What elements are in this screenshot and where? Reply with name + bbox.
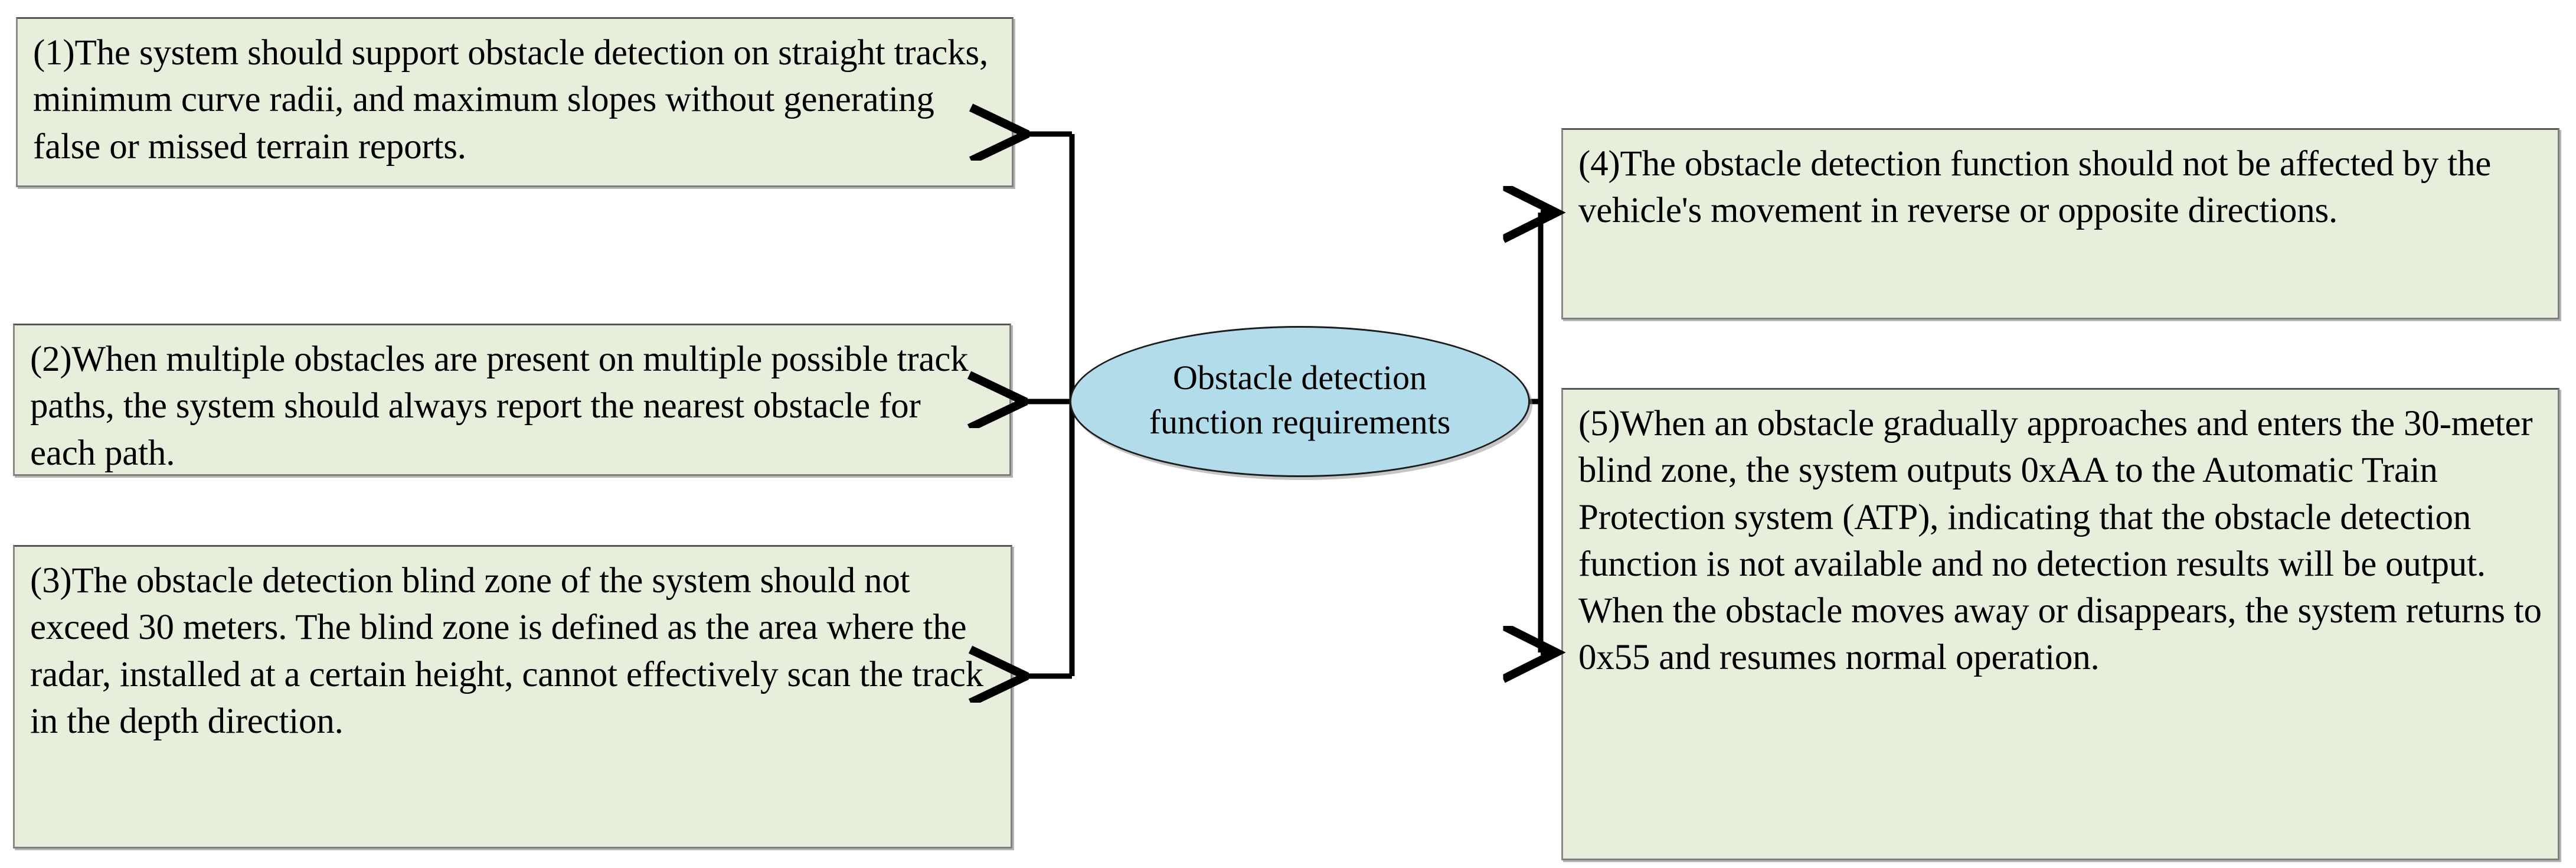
requirement-text-4: (4)The obstacle detection function shoul… <box>1578 144 2492 231</box>
center-node-ellipse[interactable]: Obstacle detection function requirements <box>1070 326 1530 477</box>
requirement-box-3[interactable]: (3)The obstacle detection blind zone of … <box>13 545 1012 849</box>
requirement-box-1[interactable]: (1)The system should support obstacle de… <box>16 17 1014 187</box>
requirement-box-5[interactable]: (5)When an obstacle gradually approaches… <box>1561 388 2559 860</box>
requirement-box-4[interactable]: (4)The obstacle detection function shoul… <box>1561 128 2559 319</box>
requirement-text-3: (3)The obstacle detection blind zone of … <box>30 561 983 741</box>
center-node-label: Obstacle detection function requirements <box>1149 358 1451 441</box>
requirement-text-2: (2)When multiple obstacles are present o… <box>30 340 969 473</box>
requirement-text-5: (5)When an obstacle gradually approaches… <box>1578 404 2542 678</box>
requirement-text-1: (1)The system should support obstacle de… <box>33 33 988 167</box>
requirement-box-2[interactable]: (2)When multiple obstacles are present o… <box>13 324 1011 476</box>
